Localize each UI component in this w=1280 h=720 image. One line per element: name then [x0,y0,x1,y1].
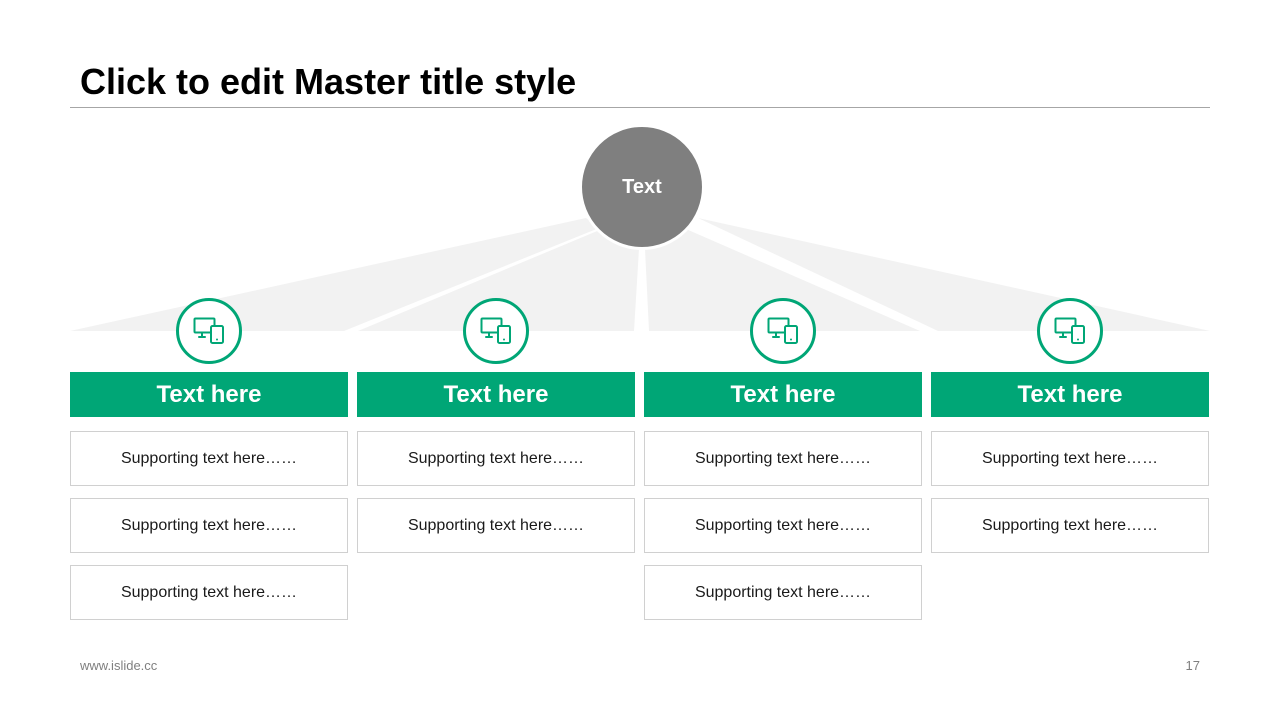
column-header: Text here [931,372,1209,417]
column-2: Text here Supporting text here…… Support… [357,0,635,720]
page-number: 17 [1185,658,1200,673]
devices-icon [480,317,511,344]
column-4: Text here Supporting text here…… Support… [931,0,1209,720]
column-header: Text here [644,372,922,417]
device-badge [750,298,816,364]
column-1: Text here Supporting text here…… Support… [70,0,348,720]
device-badge [1037,298,1103,364]
column-3: Text here Supporting text here…… Support… [644,0,922,720]
hub-label: Text [622,175,662,198]
supporting-text-box: Supporting text here…… [70,498,348,553]
slide-title: Click to edit Master title style [80,61,577,102]
hub-circle: Text [579,124,705,250]
column-header: Text here [70,372,348,417]
supporting-text-box: Supporting text here…… [70,565,348,620]
supporting-text-box: Supporting text here…… [70,431,348,486]
supporting-text-box: Supporting text here…… [357,498,635,553]
supporting-text-box: Supporting text here…… [931,431,1209,486]
title-divider [70,107,1210,108]
connector-ray-2 [358,229,639,331]
devices-icon [767,317,798,344]
supporting-text-box: Supporting text here…… [931,498,1209,553]
devices-icon [193,317,224,344]
supporting-text-box: Supporting text here…… [644,565,922,620]
connector-ray-3 [645,229,920,331]
device-badge [176,298,242,364]
supporting-text-box: Supporting text here…… [644,498,922,553]
devices-icon [1054,317,1085,344]
supporting-text-box: Supporting text here…… [357,431,635,486]
footer-url: www.islide.cc [80,658,158,673]
column-header: Text here [357,372,635,417]
device-badge [463,298,529,364]
supporting-text-box: Supporting text here…… [644,431,922,486]
